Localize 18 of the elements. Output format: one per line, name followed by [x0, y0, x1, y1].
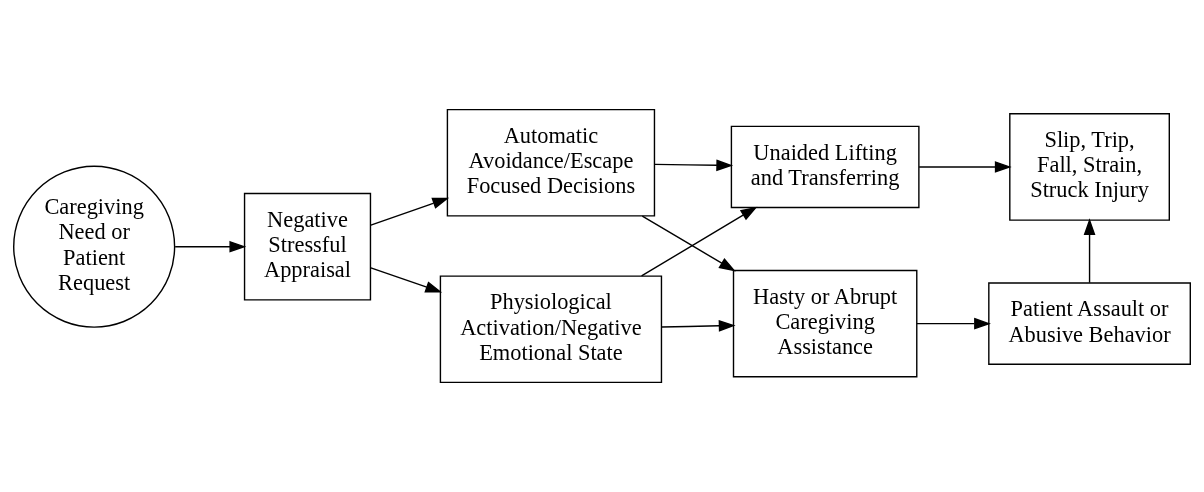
- arrow: [370, 267, 443, 293]
- arrow: [370, 197, 450, 226]
- node-circle: Caregiving Need or Patient Request: [13, 165, 176, 328]
- node-box: Automatic Avoidance/Escape Focused Decisions: [446, 108, 656, 217]
- arrow: [653, 159, 734, 172]
- arrow: [174, 240, 247, 253]
- node-box: Patient Assault or Abusive Behavior: [988, 282, 1191, 365]
- arrow: [641, 215, 736, 272]
- arrow: [918, 161, 1012, 173]
- arrow: [660, 319, 736, 332]
- node-box: Unaided Lifting and Transferring: [730, 125, 920, 209]
- arrow: [640, 206, 758, 277]
- node-box: Hasty or Abrupt Caregiving Assistance: [732, 269, 918, 378]
- node-box: Physiological Activation/Negative Emotional State: [439, 275, 663, 384]
- node-box: Slip, Trip, Fall, Strain, Struck Injury: [1009, 113, 1170, 221]
- arrow: [1083, 218, 1096, 284]
- arrow: [916, 317, 991, 330]
- node-box: Negative Stressful Appraisal: [243, 192, 372, 301]
